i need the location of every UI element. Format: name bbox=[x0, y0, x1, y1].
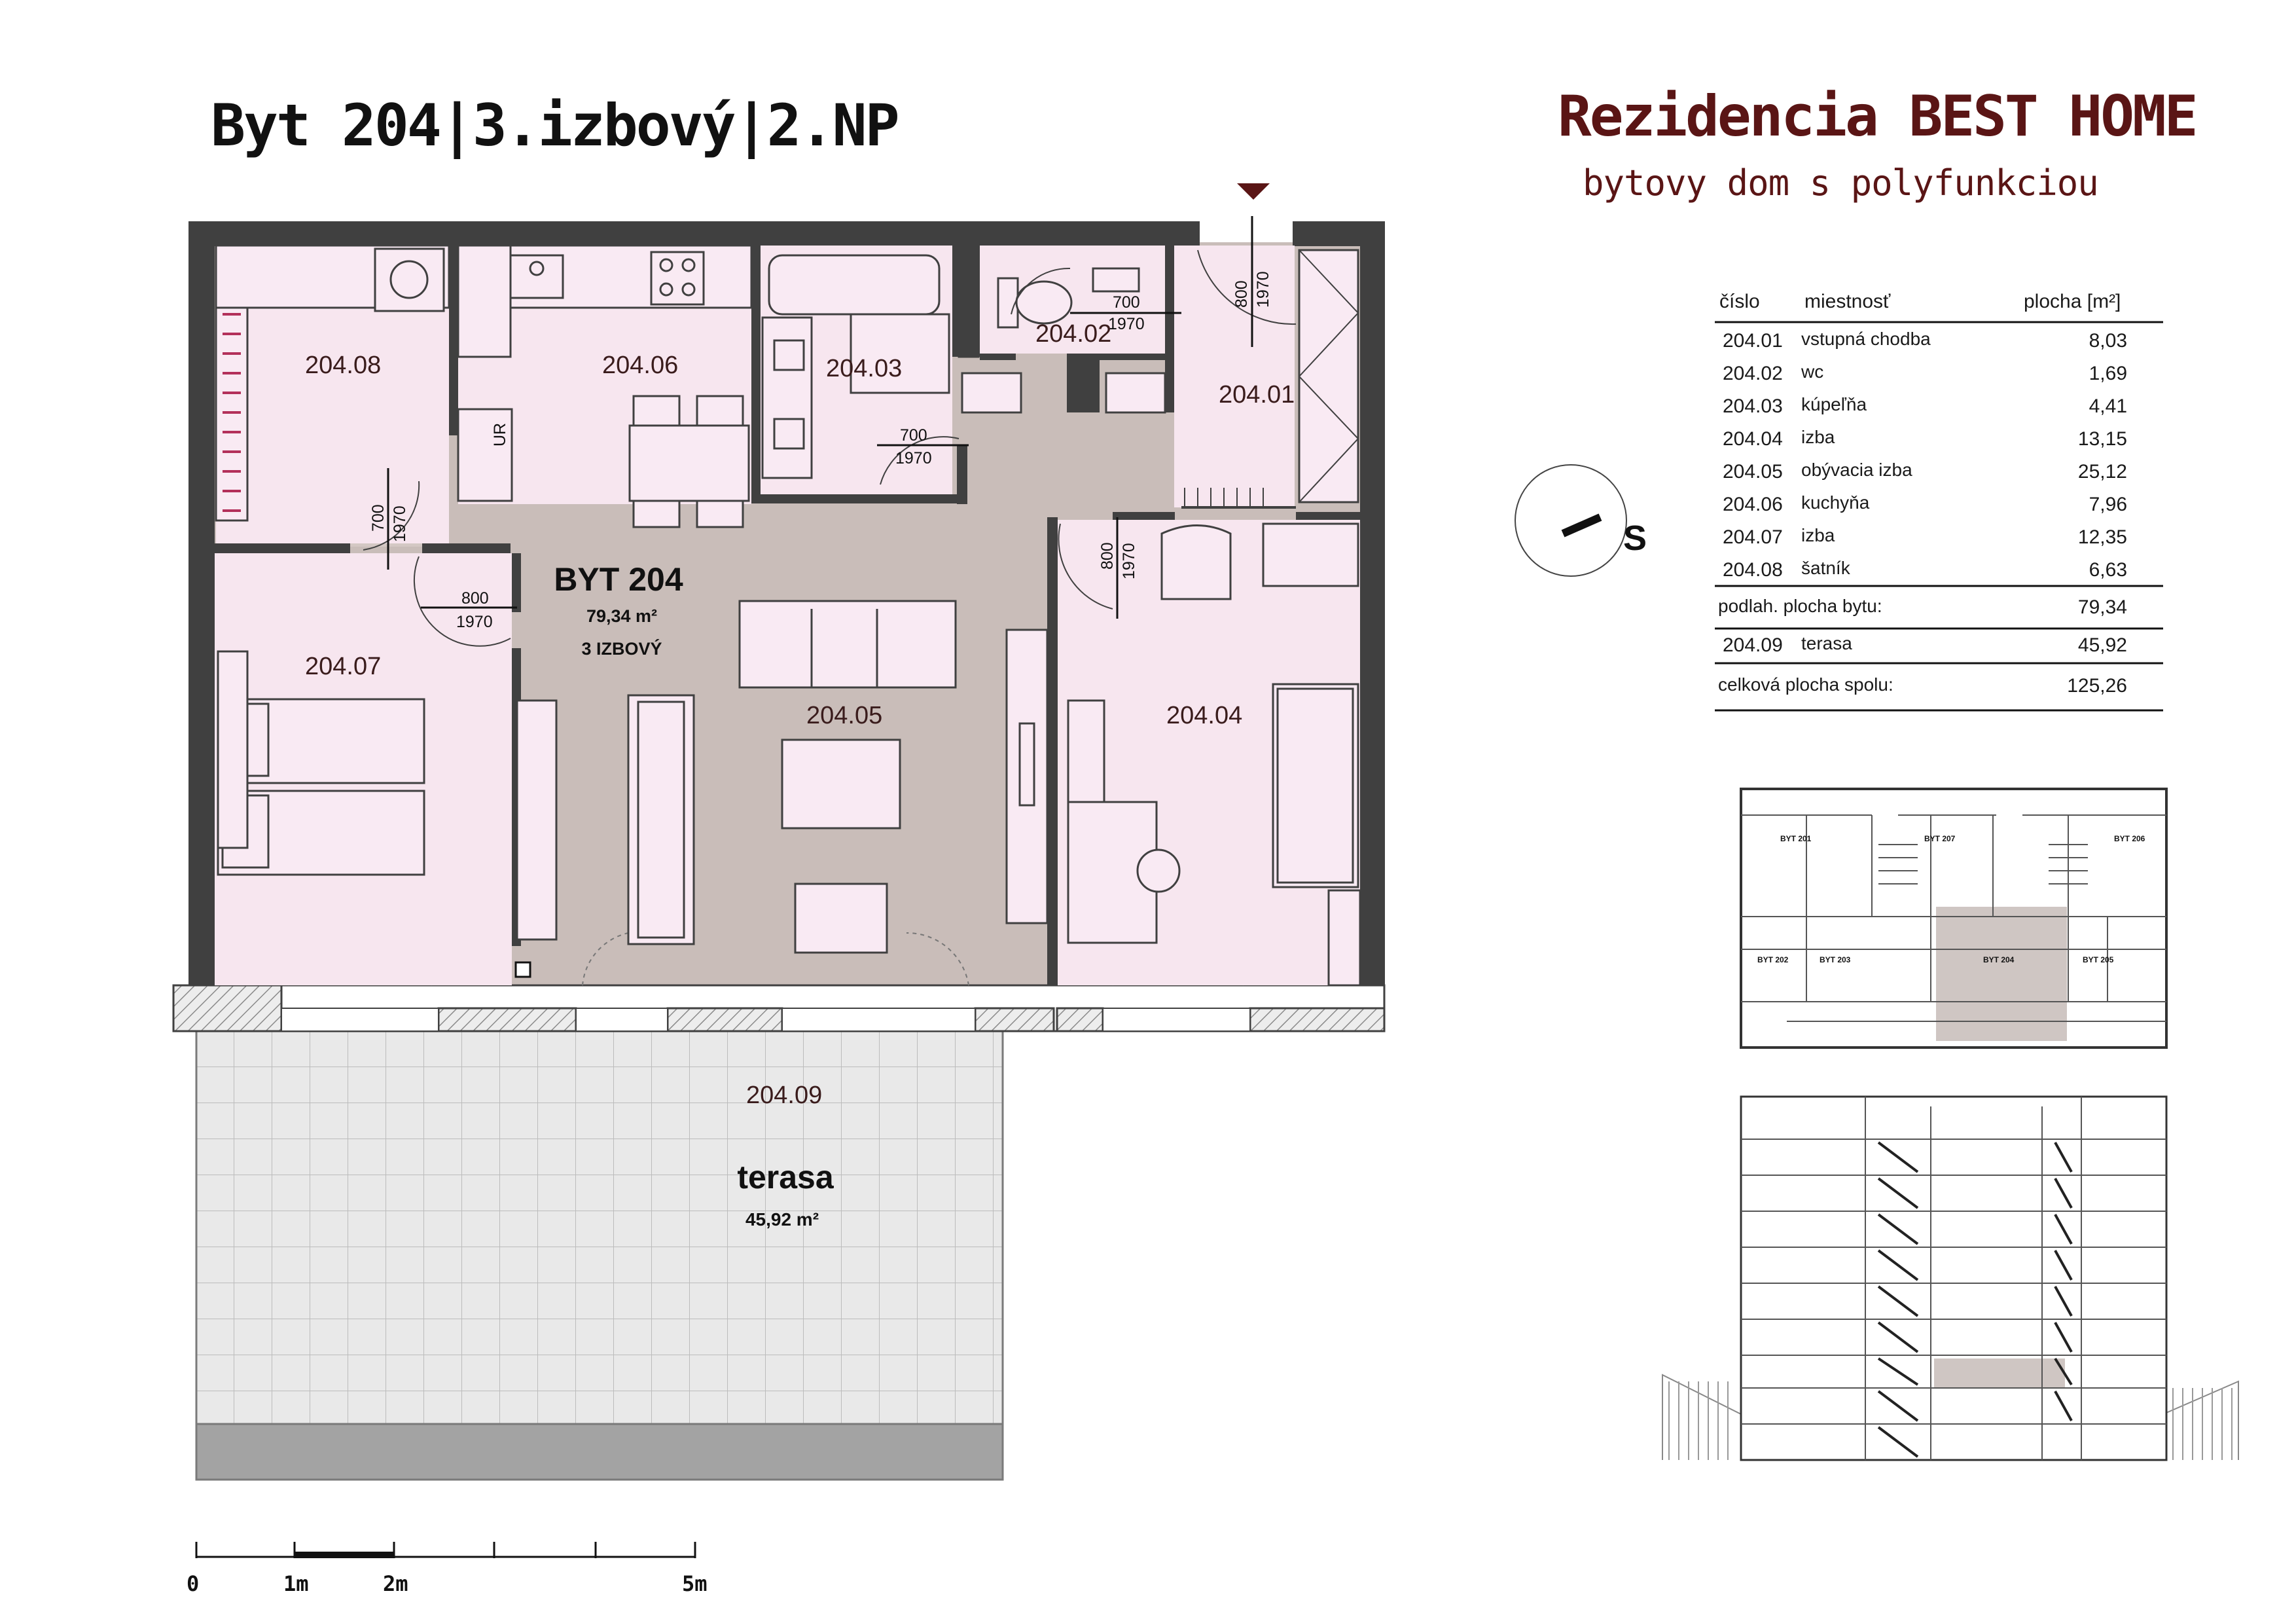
scale-bar bbox=[195, 1542, 696, 1558]
entrance-arrow-icon bbox=[1237, 183, 1270, 200]
room-code-204-04: 204.04 bbox=[1166, 702, 1242, 729]
unit-area: 79,34 m² bbox=[586, 606, 657, 626]
door-wc-height: 1970 bbox=[1108, 315, 1145, 333]
table-header-room: miestnosť bbox=[1804, 291, 1891, 312]
door-satnik-width: 700 bbox=[369, 504, 387, 532]
floor-area-value: 79,34 bbox=[2078, 596, 2127, 618]
keyplan-unit: BYT 206 bbox=[2114, 834, 2145, 843]
terrace-row-area: 45,92 bbox=[2078, 634, 2127, 656]
row-num: 204.08 bbox=[1723, 559, 1783, 581]
row-num: 204.05 bbox=[1723, 461, 1783, 483]
row-name: izba bbox=[1801, 427, 1835, 447]
scale-label: 1m bbox=[283, 1571, 309, 1596]
brand-subtitle: bytovy dom s polyfunkciou bbox=[1583, 162, 2099, 204]
room-code-terrace: 204.09 bbox=[746, 1082, 822, 1109]
table-row: 204.07 izba 12,35 bbox=[1723, 525, 2127, 548]
row-name: kuchyňa bbox=[1801, 492, 1870, 513]
keyplan-unit: BYT 204 bbox=[1983, 955, 2015, 964]
scale-label: 0 bbox=[187, 1571, 199, 1596]
brand-title: Rezidencia BEST HOME bbox=[1558, 84, 2198, 149]
row-area: 7,96 bbox=[2089, 494, 2127, 515]
orientation-icon bbox=[1515, 464, 1627, 577]
row-name: kúpeľňa bbox=[1801, 394, 1867, 414]
row-area: 8,03 bbox=[2089, 330, 2127, 352]
row-name: izba bbox=[1801, 525, 1835, 545]
unit-type: 3 IZBOVÝ bbox=[581, 638, 662, 659]
table-row: 204.01 vstupná chodba 8,03 bbox=[1723, 329, 2127, 352]
unit-title: Byt 204|3.izbový|2.NP bbox=[211, 92, 900, 159]
keyplan-unit: BYT 201 bbox=[1780, 834, 1812, 843]
table-row: 204.06 kuchyňa 7,96 bbox=[1723, 492, 2127, 515]
terrace bbox=[195, 1030, 1004, 1481]
table-row: 204.03 kúpeľňa 4,41 bbox=[1723, 394, 2127, 417]
room-code-204-07: 204.07 bbox=[305, 653, 381, 680]
row-area: 25,12 bbox=[2078, 461, 2127, 483]
scale-label: 5m bbox=[682, 1571, 708, 1596]
key-plan: BYT 201 BYT 207 BYT 206 BYT 202 BYT 203 … bbox=[1740, 788, 2168, 1049]
orientation-label: S bbox=[1623, 519, 1647, 558]
row-name: šatník bbox=[1801, 558, 1851, 578]
row-area: 4,41 bbox=[2089, 395, 2127, 417]
room-code-204-03: 204.03 bbox=[826, 355, 902, 382]
row-area: 13,15 bbox=[2078, 428, 2127, 450]
keyplan-unit: BYT 202 bbox=[1757, 955, 1789, 964]
row-area: 12,35 bbox=[2078, 526, 2127, 548]
row-num: 204.03 bbox=[1723, 395, 1783, 417]
total-value: 125,26 bbox=[2067, 675, 2127, 697]
table-row: 204.02 wc 1,69 bbox=[1723, 361, 2127, 384]
row-name: wc bbox=[1801, 361, 1823, 382]
row-num: 204.04 bbox=[1723, 428, 1783, 450]
row-num: 204.07 bbox=[1723, 526, 1783, 548]
room-code-204-08: 204.08 bbox=[305, 352, 381, 379]
keyplan-unit: BYT 207 bbox=[1924, 834, 1956, 843]
keyplan-unit: BYT 203 bbox=[1820, 955, 1851, 964]
terrace-row-num: 204.09 bbox=[1723, 634, 1783, 656]
table-row: 204.05 obývacia izba 25,12 bbox=[1723, 460, 2127, 483]
total-label: celková plocha spolu: bbox=[1718, 674, 1893, 695]
row-area: 6,63 bbox=[2089, 559, 2127, 581]
scale-label: 2m bbox=[383, 1571, 408, 1596]
door-entry-width: 800 bbox=[1232, 280, 1251, 308]
table-row: 204.04 izba 13,15 bbox=[1723, 427, 2127, 450]
door-izba07-height: 1970 bbox=[456, 613, 493, 631]
door-bath-width: 700 bbox=[900, 426, 927, 445]
door-izba07-width: 800 bbox=[461, 589, 489, 608]
door-bath-height: 1970 bbox=[895, 449, 932, 467]
door-wc-width: 700 bbox=[1113, 293, 1140, 312]
door-entry-height: 1970 bbox=[1254, 271, 1272, 308]
room-code-204-01: 204.01 bbox=[1219, 381, 1295, 409]
unit-name: BYT 204 bbox=[554, 561, 683, 598]
building-section bbox=[1662, 1095, 2239, 1461]
room-code-204-06: 204.06 bbox=[602, 352, 678, 379]
terrace-row-name: terasa bbox=[1801, 633, 1852, 653]
room-code-204-02: 204.02 bbox=[1035, 320, 1111, 348]
keyplan-unit: BYT 205 bbox=[2083, 955, 2114, 964]
fixture-label: UR bbox=[491, 423, 509, 447]
terrace-name: terasa bbox=[737, 1159, 834, 1195]
door-satnik-height: 1970 bbox=[391, 505, 409, 542]
table-row: 204.08 šatník 6,63 bbox=[1723, 558, 2127, 581]
table-header-num: číslo bbox=[1719, 291, 1760, 312]
area-table: číslo miestnosť plocha [m²] 204.01 vstup… bbox=[1715, 291, 2163, 712]
row-area: 1,69 bbox=[2089, 363, 2127, 384]
door-izba04-height: 1970 bbox=[1120, 543, 1138, 579]
terrace-area: 45,92 m² bbox=[745, 1209, 819, 1230]
row-num: 204.06 bbox=[1723, 494, 1783, 515]
row-name: obývacia izba bbox=[1801, 460, 1912, 480]
row-name: vstupná chodba bbox=[1801, 329, 1931, 349]
room-code-204-05: 204.05 bbox=[806, 702, 882, 729]
row-num: 204.01 bbox=[1723, 330, 1783, 352]
row-num: 204.02 bbox=[1723, 363, 1783, 384]
table-header-area: plocha [m²] bbox=[2024, 291, 2121, 312]
furniture bbox=[215, 244, 1361, 987]
door-izba04-width: 800 bbox=[1098, 542, 1117, 570]
floor-area-label: podlah. plocha bytu: bbox=[1718, 596, 1882, 616]
